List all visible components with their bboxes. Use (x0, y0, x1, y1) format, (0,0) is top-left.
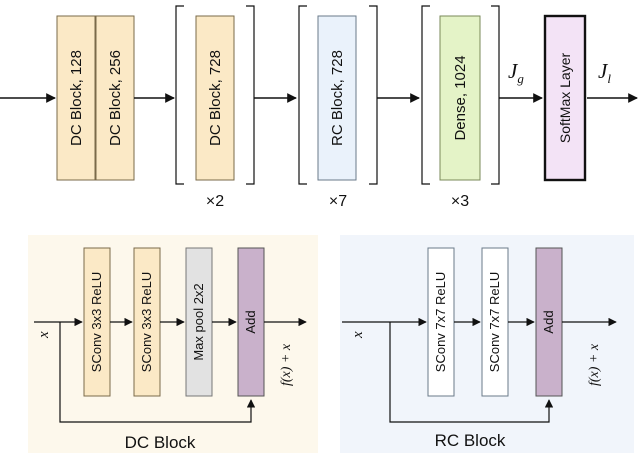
dc-input-x: x (36, 331, 52, 339)
rc-sconv2-label: SConv 7x7 ReLU (487, 272, 502, 372)
dc-output-label: f(x) + x (279, 343, 294, 386)
rc-add: Add (535, 247, 563, 397)
dc-maxpool-label: Max pool 2x2 (191, 283, 206, 360)
dense-1024-label: Dense, 1024 (452, 55, 469, 140)
rc-block-728: RC Block, 728 (317, 15, 357, 181)
dc-block-128: DC Block, 128 (56, 15, 96, 181)
bracket-right-dense (491, 5, 500, 185)
dense-repeat-label: ×3 (451, 193, 469, 210)
rc-block-detail: x SConv 7x7 ReLU SConv 7x7 ReLU Add f(x)… (340, 235, 634, 453)
rc-detail-title: RC Block (435, 431, 506, 450)
jg-label: Jg (508, 59, 524, 86)
dc-add: Add (237, 247, 265, 397)
dc-detail-title: DC Block (125, 433, 196, 452)
dc-block-256: DC Block, 256 (95, 15, 135, 181)
dc-block-256-label: DC Block, 256 (107, 50, 124, 146)
dc-sconv2-label: SConv 3x3 ReLU (139, 272, 154, 372)
rc-sconv2: SConv 7x7 ReLU (481, 247, 509, 397)
dc-block-detail: x SConv 3x3 ReLU SConv 3x3 ReLU Max pool… (28, 235, 318, 453)
rc-skip-connection (389, 322, 554, 423)
rc-input-x: x (350, 331, 366, 339)
rc-block-728-label: RC Block, 728 (329, 50, 346, 146)
dc-detail-panel (28, 235, 318, 453)
softmax-label: SoftMax Layer (557, 53, 573, 144)
dc-sconv1-label: SConv 3x3 ReLU (89, 272, 104, 372)
softmax-layer: SoftMax Layer (543, 14, 587, 182)
dc-maxpool: Max pool 2x2 (185, 247, 213, 397)
dc-block-728: DC Block, 728 (195, 15, 235, 181)
bracket-right-dc728 (246, 5, 255, 185)
dense-1024: Dense, 1024 (439, 15, 481, 181)
rc-sconv1-label: SConv 7x7 ReLU (433, 272, 448, 372)
dc728-repeat-label: ×2 (206, 193, 224, 210)
rc-sconv1: SConv 7x7 ReLU (427, 247, 455, 397)
rc-add-label: Add (541, 310, 556, 333)
dc-block-128-label: DC Block, 128 (68, 50, 85, 146)
bracket-left-rc (298, 5, 307, 185)
rc-output-label: f(x) + x (587, 343, 602, 386)
bracket-left-dc728 (175, 5, 184, 185)
bracket-right-rc (369, 5, 378, 185)
dc-add-label: Add (243, 310, 258, 333)
dc-block-728-label: DC Block, 728 (207, 50, 224, 146)
jl-label: Jl (598, 59, 611, 86)
rc-repeat-label: ×7 (329, 193, 347, 210)
dc-skip-connection (59, 322, 256, 423)
top-pipeline: DC Block, 128 DC Block, 256 DC Block, 72… (0, 5, 638, 210)
bracket-left-dense (421, 5, 430, 185)
dc-sconv1: SConv 3x3 ReLU (83, 247, 111, 397)
dc-sconv2: SConv 3x3 ReLU (133, 247, 161, 397)
